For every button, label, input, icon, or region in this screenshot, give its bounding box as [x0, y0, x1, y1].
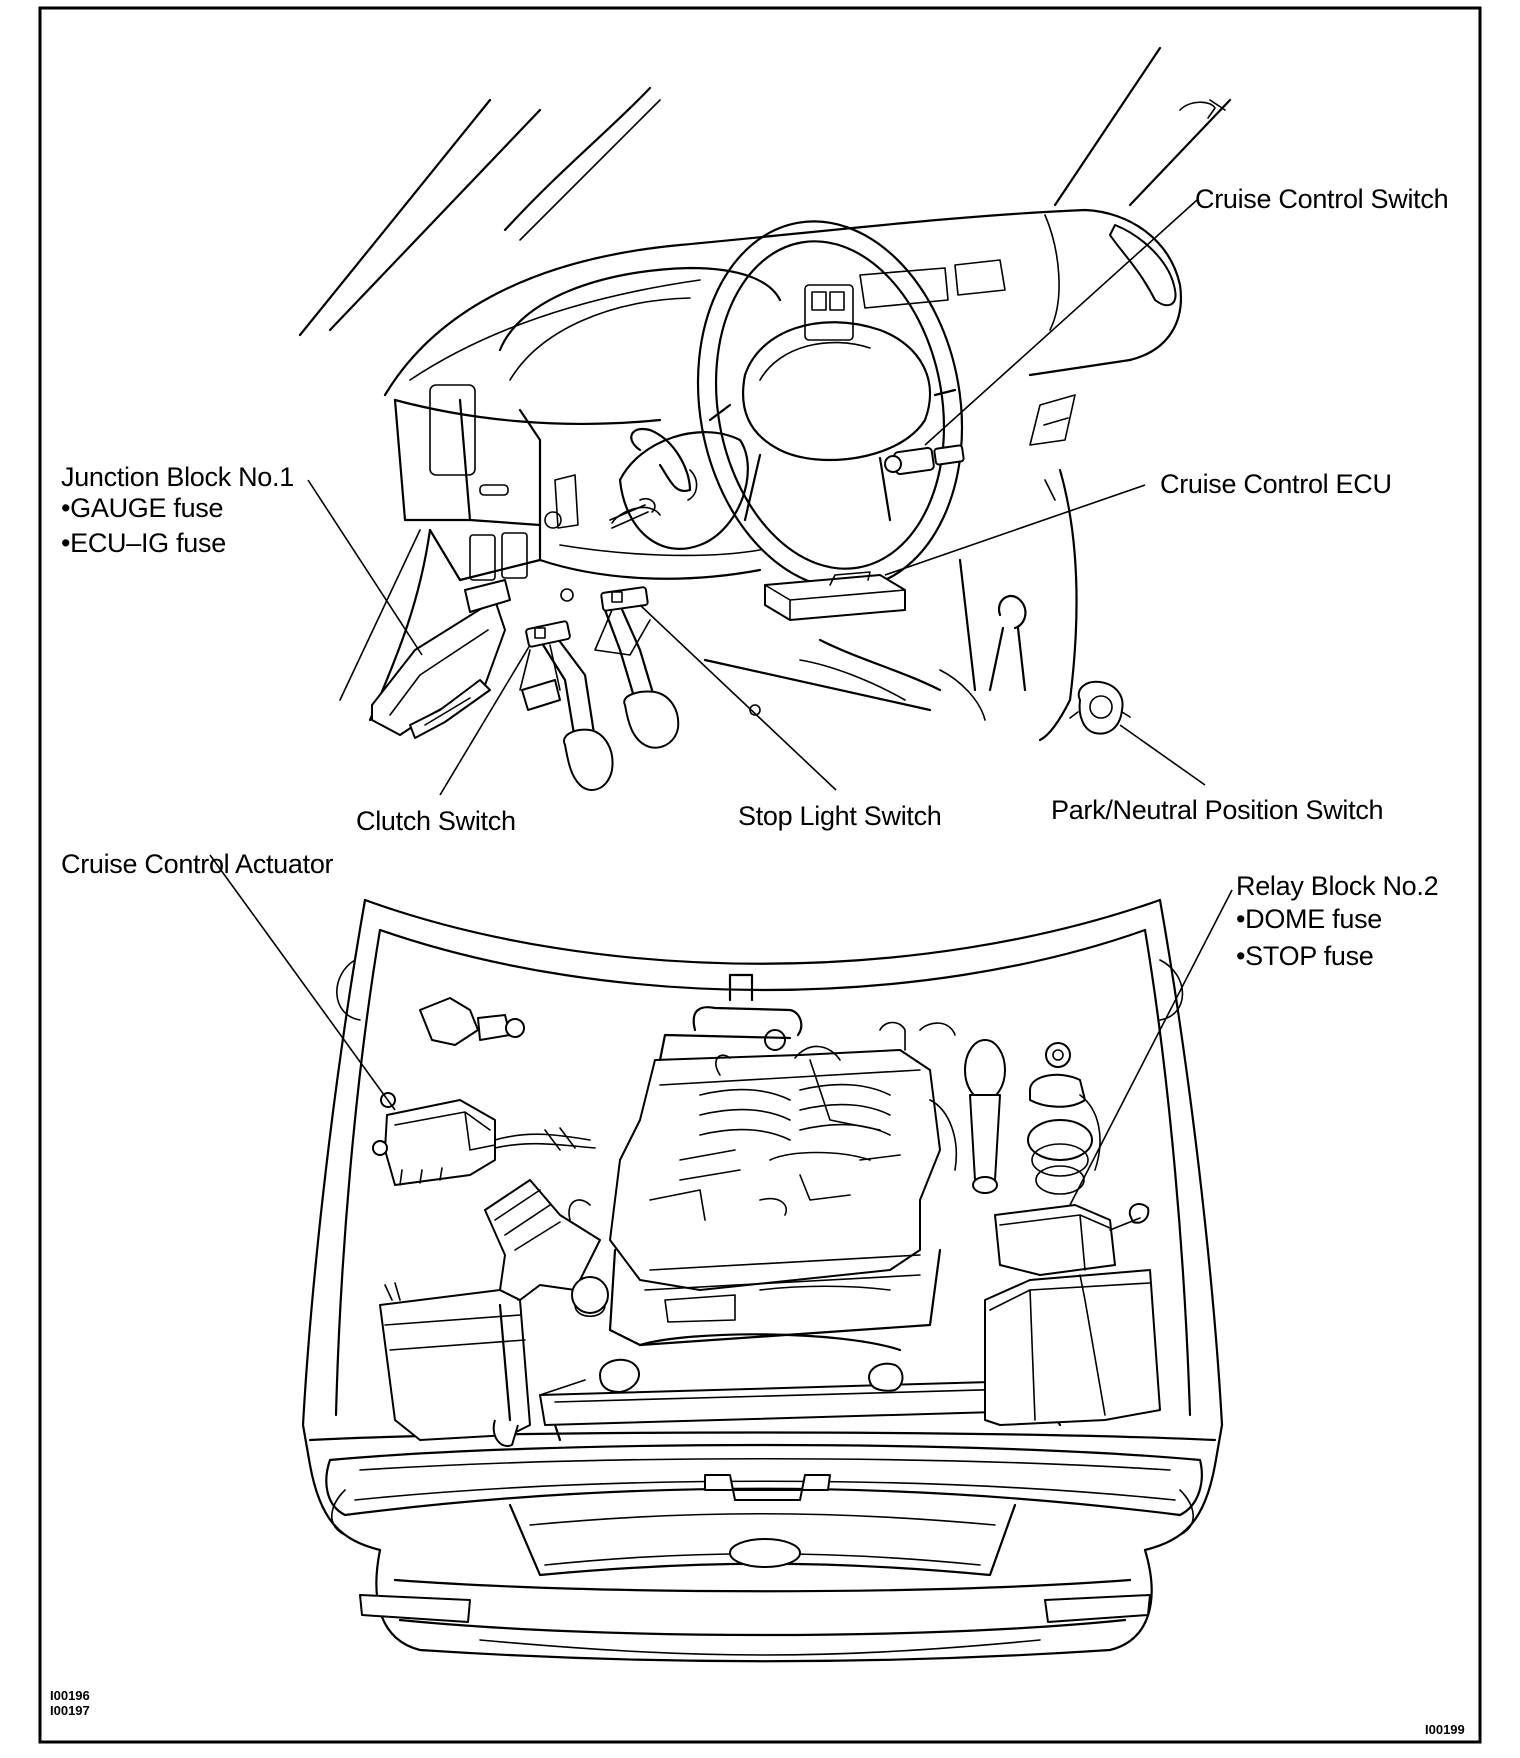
figure-code-2: I00197 [50, 1703, 90, 1718]
label-relay-block: Relay Block No.2 [1236, 871, 1439, 901]
leader-cruise-control-actuator [209, 854, 396, 1111]
label-clutch-switch: Clutch Switch [356, 806, 516, 836]
figure-code-3: I00199 [1425, 1722, 1465, 1737]
leader-cruise-control-ecu [884, 484, 1146, 576]
leader-park-neutral-switch [1119, 724, 1206, 786]
label-cruise-control-actuator: Cruise Control Actuator [61, 849, 334, 879]
label-park-neutral-switch: Park/Neutral Position Switch [1051, 795, 1384, 825]
label-junction-block: Junction Block No.1 [61, 462, 294, 492]
leader-cruise-control-switch [924, 199, 1198, 446]
label-stop-light-switch: Stop Light Switch [738, 801, 942, 831]
engine-bay-illustration [301, 898, 1224, 1663]
diagram-frame [38, 6, 1482, 1744]
label-ecu-ig-fuse: •ECU–IG fuse [61, 528, 226, 558]
figure-code-1: I00196 [50, 1688, 90, 1703]
leader-clutch-switch [439, 644, 531, 796]
leader-stop-light-switch [639, 604, 837, 791]
label-stop-fuse: •STOP fuse [1236, 941, 1374, 971]
label-gauge-fuse: •GAUGE fuse [61, 493, 224, 523]
leader-relay-block [1069, 889, 1233, 1206]
leader-junction-block [307, 479, 423, 656]
dashboard-illustration [298, 46, 1232, 791]
label-cruise-control-switch: Cruise Control Switch [1195, 184, 1449, 214]
label-dome-fuse: •DOME fuse [1236, 904, 1382, 934]
leader-lines [209, 199, 1233, 1206]
label-cruise-control-ecu: Cruise Control ECU [1160, 469, 1392, 499]
